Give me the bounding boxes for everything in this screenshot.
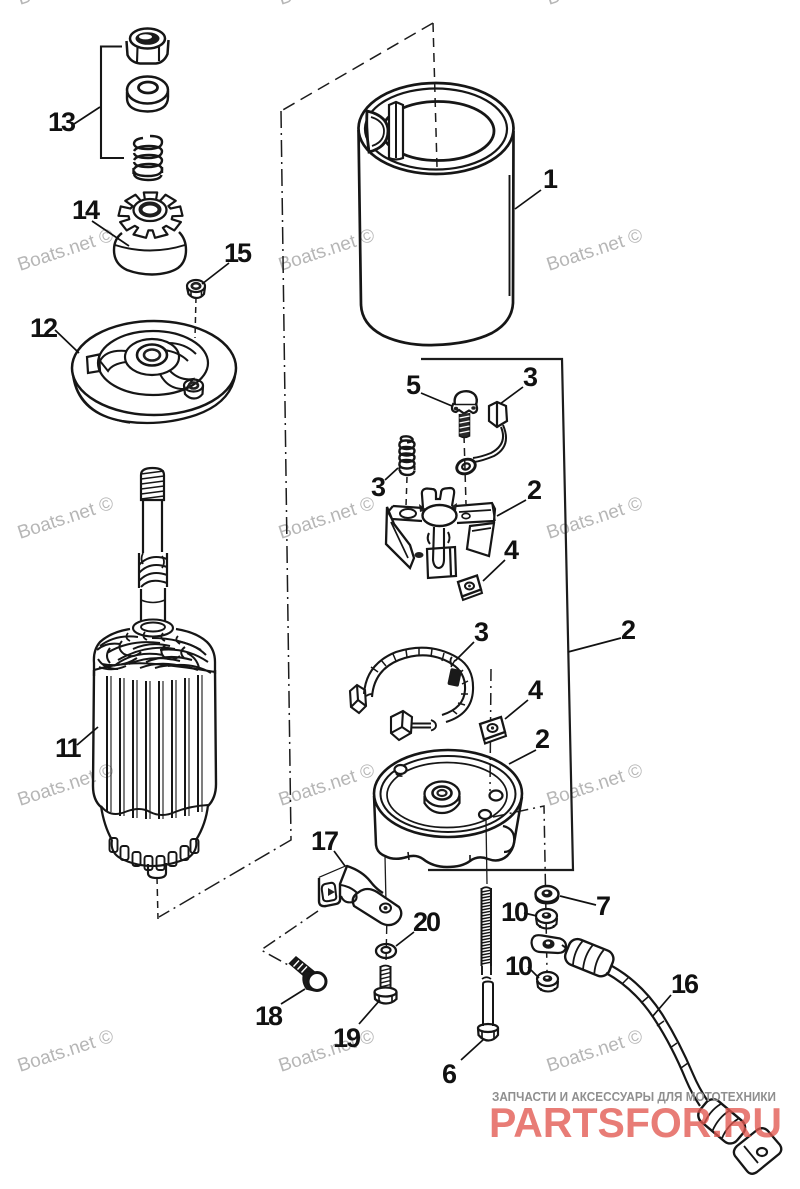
svg-text:3: 3: [523, 362, 538, 392]
svg-text:13: 13: [48, 107, 76, 137]
svg-text:Boats.net ©: Boats.net ©: [276, 1026, 377, 1077]
svg-text:18: 18: [255, 1001, 283, 1031]
svg-text:Boats.net ©: Boats.net ©: [544, 760, 645, 811]
svg-text:6: 6: [442, 1059, 457, 1089]
svg-text:Boats.net ©: Boats.net ©: [544, 493, 645, 544]
svg-text:Boats.net ©: Boats.net ©: [276, 760, 377, 811]
svg-text:Boats.net ©: Boats.net ©: [15, 760, 116, 811]
svg-text:Boats.net ©: Boats.net ©: [15, 1026, 116, 1077]
svg-text:19: 19: [333, 1023, 361, 1053]
svg-text:10: 10: [501, 897, 528, 927]
svg-text:10: 10: [505, 951, 532, 981]
svg-text:3: 3: [371, 472, 386, 502]
svg-text:Boats.net ©: Boats.net ©: [276, 225, 377, 276]
svg-text:14: 14: [72, 195, 100, 225]
svg-text:15: 15: [224, 238, 252, 268]
svg-text:4: 4: [504, 535, 519, 565]
svg-text:11: 11: [55, 733, 82, 763]
svg-text:PARTSFOR.RU: PARTSFOR.RU: [489, 1099, 782, 1146]
svg-text:7: 7: [596, 891, 610, 921]
svg-text:2: 2: [535, 724, 549, 754]
svg-text:Boats.net ©: Boats.net ©: [15, 493, 116, 544]
svg-text:Boats.net ©: Boats.net ©: [15, 0, 116, 10]
svg-text:Boats.net ©: Boats.net ©: [276, 0, 377, 10]
svg-text:Boats.net ©: Boats.net ©: [15, 225, 116, 276]
svg-text:3: 3: [474, 617, 489, 647]
svg-text:20: 20: [413, 907, 440, 937]
svg-text:Boats.net ©: Boats.net ©: [276, 493, 377, 544]
svg-text:2: 2: [527, 475, 541, 505]
svg-text:17: 17: [311, 826, 338, 856]
svg-text:Boats.net ©: Boats.net ©: [544, 225, 645, 276]
svg-text:5: 5: [406, 370, 421, 400]
svg-text:Boats.net ©: Boats.net ©: [544, 1026, 645, 1077]
svg-text:Boats.net ©: Boats.net ©: [544, 0, 645, 10]
svg-text:2: 2: [621, 615, 635, 645]
svg-text:ЗАПЧАСТИ И АКСЕССУАРЫ ДЛЯ МОТО: ЗАПЧАСТИ И АКСЕССУАРЫ ДЛЯ МОТОТЕХНИКИ: [492, 1089, 776, 1104]
svg-text:16: 16: [671, 969, 699, 999]
svg-text:12: 12: [30, 313, 57, 343]
svg-text:4: 4: [528, 675, 543, 705]
svg-text:1: 1: [543, 164, 558, 194]
